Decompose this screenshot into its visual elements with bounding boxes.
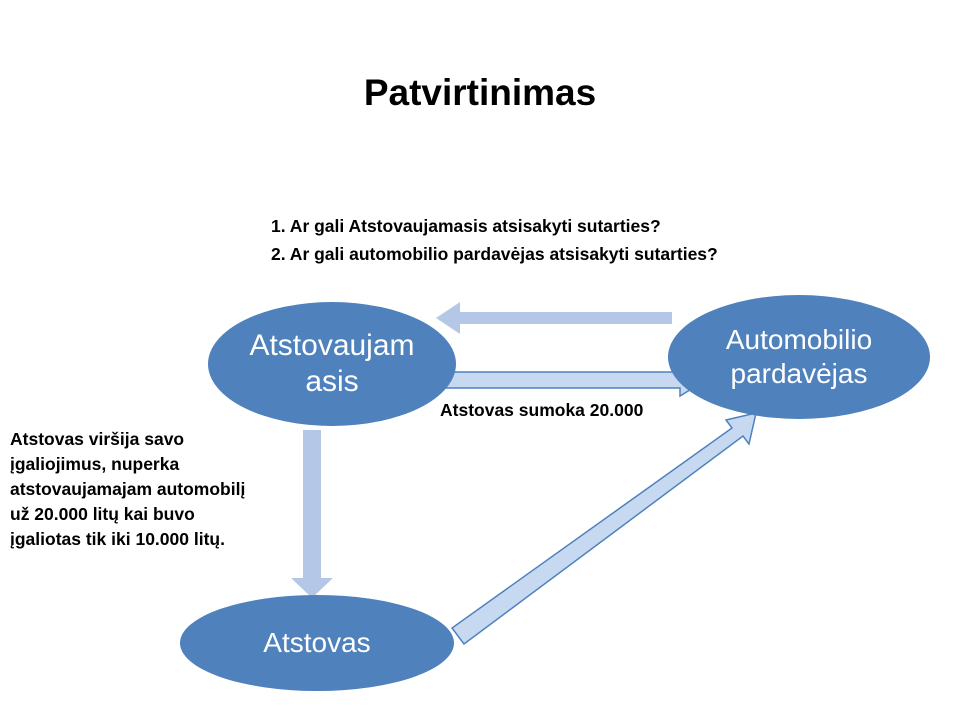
node-agent-shape bbox=[180, 595, 454, 691]
node-seller-shape bbox=[668, 295, 930, 419]
node-seller-line1: Automobilio bbox=[725, 324, 873, 356]
side-note: Atstovas viršija savo įgaliojimus, nuper… bbox=[10, 429, 246, 549]
node-agent-label: Atstovas bbox=[263, 627, 371, 659]
node-principal-shape bbox=[208, 302, 456, 426]
node-principal-line2: asis bbox=[305, 365, 359, 398]
node-principal: Atstovaujam asis bbox=[208, 302, 456, 426]
payment-arrow-label: Atstovas sumoka 20.000 bbox=[440, 400, 644, 420]
question-1: 1. Ar gali Atstovaujamasis atsisakyti su… bbox=[271, 216, 661, 236]
arrow-seller-to-principal bbox=[436, 302, 672, 334]
slide-title: Patvirtinimas bbox=[363, 72, 597, 113]
node-agent: Atstovas bbox=[180, 595, 454, 691]
arrow-principal-to-agent bbox=[291, 430, 333, 598]
questions-block: 1. Ar gali Atstovaujamasis atsisakyti su… bbox=[271, 212, 718, 268]
node-principal-line1: Atstovaujam bbox=[249, 329, 415, 362]
arrow-principal-to-seller bbox=[443, 362, 708, 398]
arrow-agent-to-seller bbox=[450, 411, 757, 646]
question-2: 2. Ar gali automobilio pardavėjas atsisa… bbox=[271, 244, 718, 264]
node-seller-line2: pardavėjas bbox=[730, 358, 868, 389]
node-seller: Automobilio pardavėjas bbox=[668, 295, 930, 419]
